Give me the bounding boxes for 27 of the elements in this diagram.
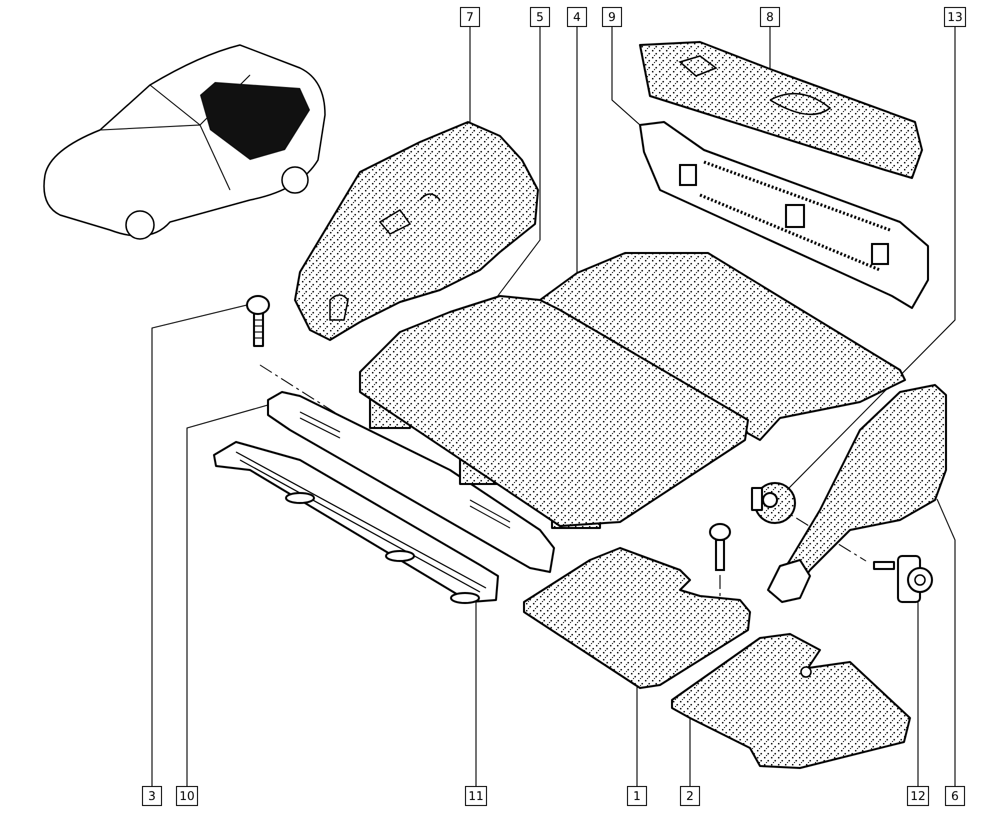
- mat-drawing: [537, 250, 908, 442]
- leader-line: [612, 26, 640, 126]
- callout-number: 2: [680, 786, 700, 806]
- callout-number: 3: [142, 786, 162, 806]
- callout-number: 6: [945, 786, 965, 806]
- callout-number: 5: [530, 7, 550, 27]
- mat-drawing: [668, 630, 913, 770]
- leader-line: [152, 304, 248, 786]
- callout-number: 10: [176, 786, 198, 806]
- leader-line: [936, 498, 956, 786]
- callout-number: 8: [760, 7, 780, 27]
- mat-drawing: [520, 545, 752, 690]
- leader-line: [576, 26, 578, 274]
- callout-number: 13: [944, 7, 966, 27]
- rail-drawing: [210, 440, 500, 605]
- leader-line: [788, 26, 956, 488]
- callout-number: 12: [907, 786, 929, 806]
- sill-trim-drawing: [265, 390, 557, 575]
- screw-drawing: [245, 295, 271, 350]
- leader-line: [186, 404, 268, 786]
- callout-number: 7: [460, 7, 480, 27]
- callout-number: 1: [627, 786, 647, 806]
- leader-line: [496, 26, 540, 298]
- callout-number: 11: [465, 786, 487, 806]
- callout-number: 4: [567, 7, 587, 27]
- callout-number: 9: [602, 7, 622, 27]
- leader-line: [636, 686, 638, 786]
